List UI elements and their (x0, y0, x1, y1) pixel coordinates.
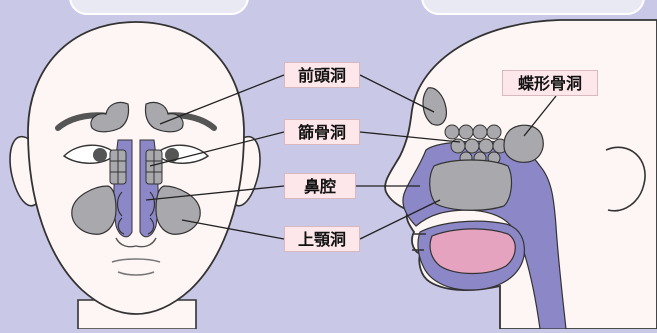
front-left-pupil (93, 148, 107, 162)
top-right-pill (422, 0, 644, 14)
front-head-outline (28, 22, 244, 314)
label-maxillary-sinus: 上顎洞 (284, 226, 360, 252)
label-nasal-cavity: 鼻腔 (284, 173, 356, 199)
label-ethmoid-sinus: 篩骨洞 (284, 119, 360, 145)
side-maxillary-sinus (430, 160, 512, 210)
front-face (10, 22, 260, 329)
side-head (385, 20, 657, 329)
top-left-pill (70, 0, 248, 14)
label-sphenoid-sinus: 蝶形骨洞 (502, 70, 598, 96)
label-frontal-sinus: 前頭洞 (284, 62, 360, 88)
side-tongue (430, 229, 515, 274)
side-sphenoid-sinus (504, 125, 543, 162)
